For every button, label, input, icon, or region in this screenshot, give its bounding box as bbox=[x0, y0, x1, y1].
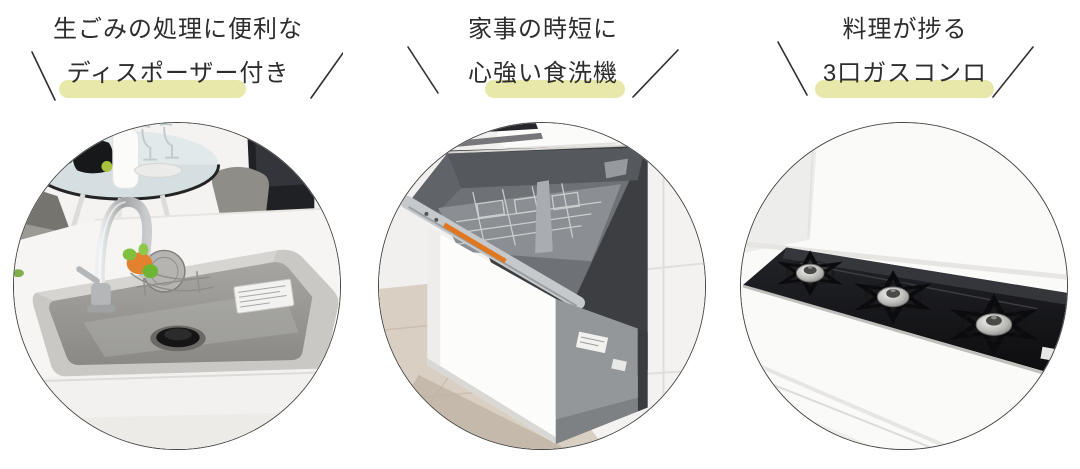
feature-title-line1: 料理が捗る bbox=[842, 16, 968, 43]
slash-right-icon bbox=[310, 52, 343, 99]
disposer-drain bbox=[150, 325, 206, 352]
slash-left-icon bbox=[407, 46, 439, 94]
line2-highlight-text: 強い食洗機 bbox=[493, 60, 618, 87]
emphasis-slashes bbox=[777, 41, 1034, 98]
wine-glasses bbox=[138, 123, 179, 161]
line2-prefix: 心 bbox=[468, 60, 493, 87]
burner-left bbox=[777, 250, 844, 297]
highlight-pill: ディスポーザー bbox=[58, 59, 247, 98]
sponge bbox=[122, 243, 159, 279]
sink-sticker bbox=[233, 278, 295, 314]
slash-left-icon bbox=[31, 51, 56, 101]
dishwasher-door bbox=[427, 226, 556, 445]
feature-gas-stove: 料理が捗る 3口ガスコンロ bbox=[740, 0, 1070, 469]
rim-orange-strip bbox=[442, 222, 507, 264]
line2-highlight-text: ディスポーザー bbox=[66, 60, 240, 87]
feature-disposer-header: 生ごみの処理に便利な ディスポーザー付き bbox=[13, 0, 343, 114]
slash-left-icon bbox=[777, 41, 808, 96]
burner-right bbox=[949, 293, 1039, 356]
feature-disposer: 生ごみの処理に便利な ディスポーザー付き bbox=[13, 0, 343, 469]
feature-title-line2: ディスポーザー付き bbox=[13, 59, 343, 98]
highlight-pill: 3口ガスコンロ bbox=[814, 59, 995, 98]
feature-dishwasher: 家事の時短に 心強い食洗機 bbox=[378, 0, 708, 469]
burner-center bbox=[854, 270, 932, 324]
side-stickers bbox=[575, 331, 609, 354]
slash-right-icon bbox=[992, 46, 1034, 98]
highlight-pill: 強い食洗機 bbox=[485, 59, 625, 98]
photo-dishwasher bbox=[378, 122, 706, 450]
feature-dishwasher-header: 家事の時短に 心強い食洗機 bbox=[378, 0, 708, 114]
feature-gas-stove-header: 料理が捗る 3口ガスコンロ bbox=[740, 0, 1070, 114]
feature-title-line2: 心強い食洗機 bbox=[378, 59, 708, 98]
emphasis-slashes bbox=[31, 51, 343, 101]
faucet bbox=[76, 197, 153, 313]
photo-gas-stove bbox=[740, 122, 1068, 450]
feature-title-line1: 生ごみの処理に便利な bbox=[53, 16, 303, 43]
feature-title-line1: 家事の時短に bbox=[468, 16, 618, 43]
emphasis-slashes bbox=[407, 46, 679, 98]
feature-title-line2: 3口ガスコンロ bbox=[740, 59, 1070, 98]
sink-photo-illustration bbox=[14, 123, 340, 449]
line2-highlight-text: 3口ガスコンロ bbox=[822, 60, 988, 87]
line2-suffix: 付き bbox=[239, 60, 290, 87]
slash-right-icon bbox=[632, 49, 679, 98]
stove-photo-illustration bbox=[741, 123, 1067, 449]
photo-sink-disposer bbox=[13, 122, 341, 450]
chair bbox=[211, 166, 270, 221]
dishwasher-photo-illustration bbox=[379, 123, 705, 449]
